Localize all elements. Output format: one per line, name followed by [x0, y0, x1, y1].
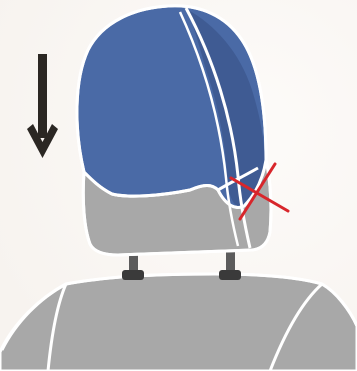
seat-back [0, 272, 357, 371]
right-post [226, 252, 235, 278]
right-post-collar [219, 270, 241, 280]
headrest-outline [81, 159, 273, 257]
seat-left-seam [46, 283, 68, 371]
seat-back-outline [0, 272, 357, 351]
cover-seam-outer [184, 7, 252, 249]
seat-right-seam [268, 282, 323, 371]
cover-outline [75, 4, 268, 209]
left-post [129, 252, 138, 278]
headrest-cover [75, 4, 268, 249]
cross-mark-icon [229, 162, 290, 221]
left-post-collar [122, 270, 144, 280]
cover-seam-inner [178, 11, 240, 247]
down-arrow-icon [27, 54, 58, 158]
headrest-posts [122, 252, 241, 280]
